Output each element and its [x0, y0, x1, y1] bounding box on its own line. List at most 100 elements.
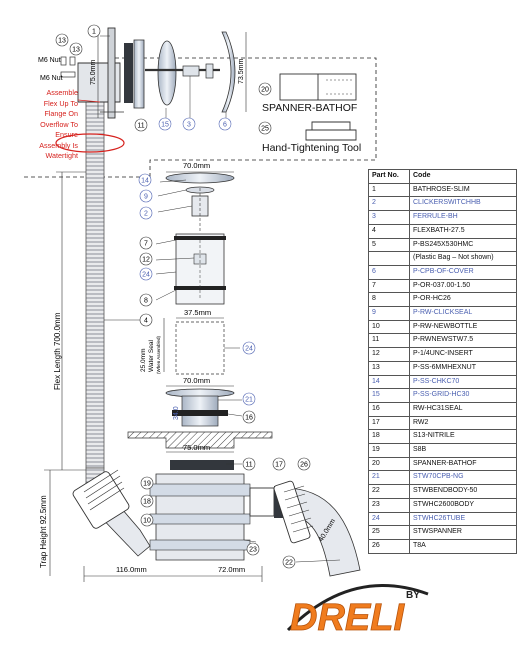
svg-text:21: 21	[245, 397, 253, 404]
note-line: Assembly Is	[39, 140, 78, 150]
section-frame	[22, 57, 377, 178]
callout-8: 8	[139, 293, 153, 307]
part-number: 7	[368, 278, 410, 294]
part-code: P-RW-NEWBOTTLE	[409, 319, 517, 335]
callout-18: 18	[140, 494, 154, 508]
part-code: CLICKERSWITCHHB	[409, 196, 517, 212]
svg-text:14: 14	[141, 178, 149, 185]
callout-16: 16	[242, 410, 256, 424]
part-code: BATHROSE-SLIM	[409, 182, 517, 198]
svg-text:10: 10	[143, 518, 151, 525]
part-number: 2	[368, 196, 410, 212]
part-code: P-OR-HC26	[409, 292, 517, 308]
assembly-highlight	[55, 133, 125, 153]
dim-70-mid: 70.0mm	[183, 376, 210, 385]
svg-text:22: 22	[285, 560, 293, 567]
callout-6: 6	[218, 117, 232, 131]
svg-text:12: 12	[142, 257, 150, 264]
tool-title: Hand-Tightening Tool	[262, 142, 362, 154]
note-line: Watertight	[45, 151, 79, 160]
svg-text:11: 11	[137, 123, 144, 130]
trap-height-label: Trap Height 92.5mm	[39, 495, 48, 568]
table-row: (Plastic Bag – Not shown)	[368, 251, 517, 266]
part-number: 11	[368, 333, 410, 349]
svg-text:25: 25	[261, 126, 269, 133]
part-code: STWHC26TUBE	[409, 511, 517, 527]
callout-1: 1	[87, 24, 101, 38]
part-code: FERRULE-BH	[409, 210, 517, 225]
callout-22: 22	[282, 555, 296, 569]
part-code: RW2	[409, 415, 517, 431]
callout-25: 25	[258, 121, 272, 135]
svg-text:6: 6	[223, 122, 227, 129]
part-code: FLEXBATH-27.5	[409, 223, 517, 239]
callout-24b: 24	[242, 341, 256, 355]
callout-20: 20	[258, 82, 272, 96]
callout-7: 7	[139, 236, 153, 250]
note-line: Flex Up To	[43, 98, 78, 108]
bend-nut-26	[273, 480, 311, 544]
part-code: STW70CPB-NG	[409, 470, 517, 486]
svg-text:1: 1	[92, 29, 96, 36]
part-code: (Plastic Bag – Not shown)	[409, 251, 517, 266]
note-line: Ensure	[55, 130, 78, 139]
callout-9: 9	[139, 189, 153, 203]
trap-nut	[170, 460, 234, 470]
part-number: 13	[368, 360, 410, 376]
callout-21: 21	[242, 392, 256, 406]
water-seal-label: Water Seal	[148, 340, 155, 372]
svg-text:13: 13	[58, 38, 66, 45]
dim-flange-75: 75.0mm	[90, 60, 97, 85]
part-code: P-SS-6MMHEXNUT	[409, 360, 517, 376]
callout-2: 2	[139, 206, 153, 220]
svg-text:26: 26	[300, 462, 308, 469]
svg-text:7: 7	[144, 241, 148, 248]
svg-text:3: 3	[187, 122, 191, 129]
part-number: 24	[368, 511, 410, 527]
waste-seal	[172, 410, 228, 416]
dim-70-top: 70.0mm	[183, 161, 210, 170]
part-number: 9	[368, 306, 410, 321]
part-number: 5	[368, 237, 410, 253]
part-number: 10	[368, 319, 410, 335]
part-number: 4	[368, 223, 410, 239]
waste-tube-upper	[175, 233, 225, 305]
part-number	[368, 251, 410, 266]
part-code: P-RW-CLICKSEAL	[409, 306, 517, 321]
part-number: 3	[368, 210, 410, 225]
part-code: STWBENDBODY-50	[409, 484, 517, 499]
insert-12	[193, 253, 207, 265]
part-code: SPANNER-BATHOF	[409, 456, 517, 472]
dreli-logo: DRELI BY	[286, 583, 429, 639]
callout-10: 10	[140, 513, 154, 527]
flex-length-label: Flex Length 700.0mm	[53, 312, 62, 390]
logo-by: BY	[406, 590, 420, 601]
part-number: 23	[368, 497, 410, 513]
part-number: 14	[368, 374, 410, 390]
callout-26: 26	[297, 457, 311, 471]
svg-text:18: 18	[143, 499, 151, 506]
part-code: P-SS-GRID-HC30	[409, 388, 517, 403]
note-line: Flange On	[44, 109, 78, 118]
flex-hose	[85, 97, 105, 469]
part-number: 17	[368, 415, 410, 431]
part-number: 21	[368, 470, 410, 486]
